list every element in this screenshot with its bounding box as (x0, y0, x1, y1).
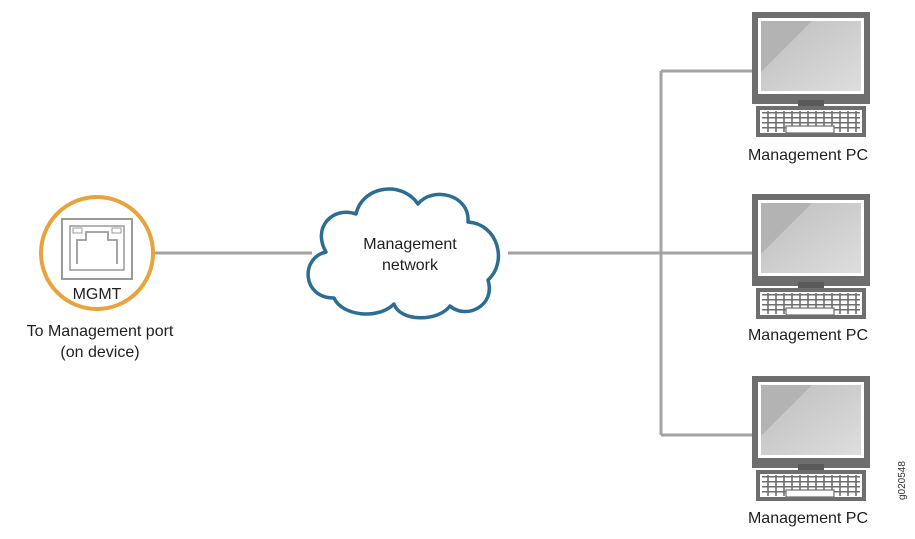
computer-icon (751, 11, 871, 138)
management-port-caption-sub: (on device) (60, 344, 140, 361)
pc-label: Management PC (747, 510, 869, 527)
cloud-icon (306, 187, 500, 320)
mgmt-port-label: MGMT (72, 286, 122, 303)
connector-lines (153, 69, 752, 437)
ethernet-port-icon (39, 195, 155, 311)
network-label: Management (363, 236, 457, 253)
network-label-sub: network (381, 257, 439, 274)
computer-icon (751, 375, 871, 502)
pc-label: Management PC (747, 147, 869, 164)
figure-id: g020548 (897, 461, 908, 500)
pc-label: Management PC (747, 327, 869, 344)
management-port-caption: To Management port (26, 323, 174, 340)
computer-icon (751, 193, 871, 320)
